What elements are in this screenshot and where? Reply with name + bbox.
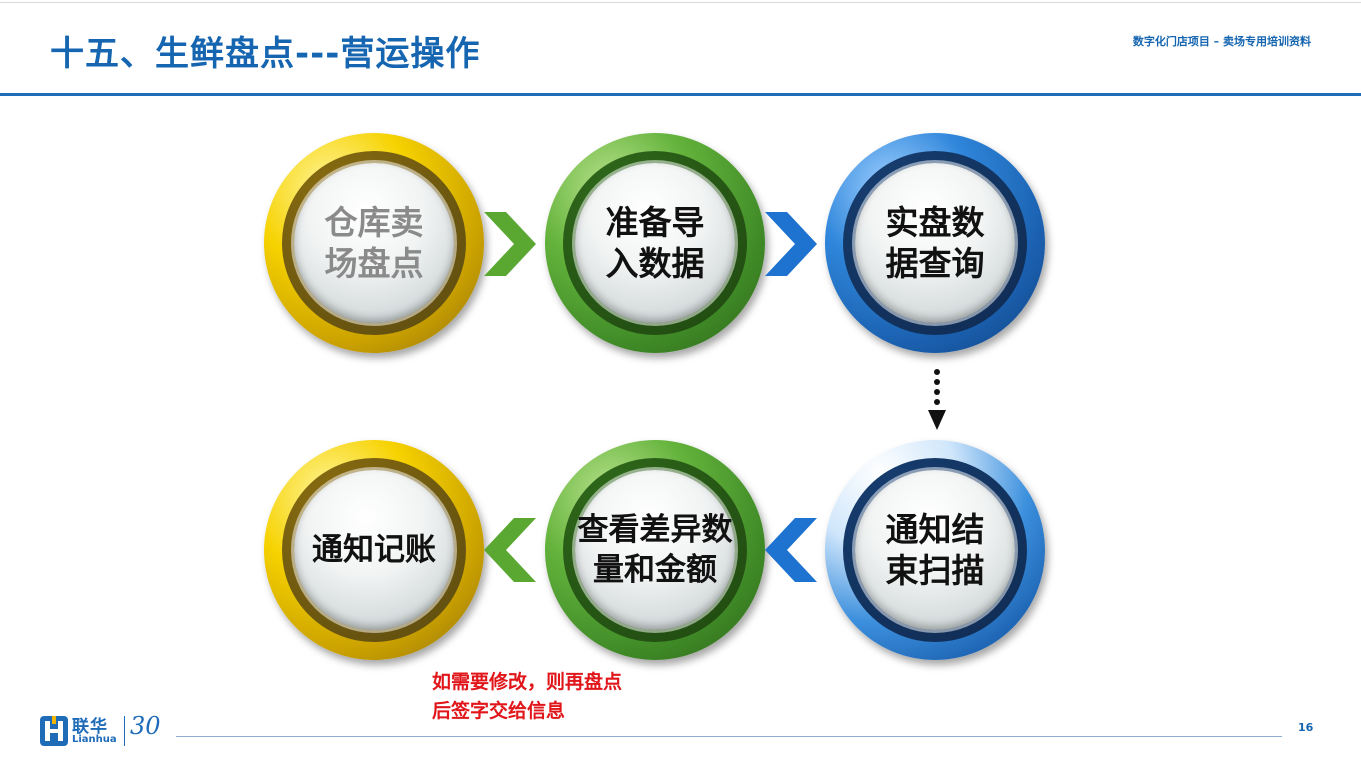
modification-note: 如需要修改，则再盘点 后签字交给信息 xyxy=(432,668,622,726)
header-divider xyxy=(0,93,1361,96)
chevron-left-icon xyxy=(484,518,536,582)
step-circle-5: 查看差异数量和金额 xyxy=(545,440,765,660)
page-number: 16 xyxy=(1298,721,1314,734)
step-circle-2: 准备导入数据 xyxy=(545,133,765,353)
step-label-6: 通知记账 xyxy=(312,532,436,568)
step-label-1: 仓库卖场盘点 xyxy=(324,203,424,283)
footer-divider xyxy=(176,736,1282,737)
note-line-1: 如需要修改，则再盘点 xyxy=(432,671,623,693)
anniversary-mark: 30 xyxy=(130,712,161,740)
step-circle-3: 实盘数据查询 xyxy=(825,133,1045,353)
step-circle-4: 通知结束扫描 xyxy=(825,440,1045,660)
lianhua-logo-icon xyxy=(40,716,68,746)
logo-text-en: Lianhua xyxy=(72,734,117,745)
logo-text-cn: 联华 xyxy=(72,717,108,737)
chevron-left-icon xyxy=(765,518,817,582)
step-label-5: 查看差异数量和金额 xyxy=(577,512,733,588)
step-label-3: 实盘数据查询 xyxy=(885,203,985,283)
page-title: 十五、生鲜盘点---营运操作 xyxy=(50,34,481,74)
step-label-4: 通知结束扫描 xyxy=(885,510,985,590)
step-label-2: 准备导入数据 xyxy=(605,203,705,283)
note-line-2: 后签字交给信息 xyxy=(432,700,566,722)
chevron-right-icon xyxy=(484,212,536,276)
step-circle-1: 仓库卖场盘点 xyxy=(264,133,484,353)
page-subtitle: 数字化门店项目 – 卖场专用培训资料 xyxy=(1132,35,1311,48)
dotted-arrow-down-icon xyxy=(928,369,946,430)
chevron-right-icon xyxy=(765,212,817,276)
step-circle-6: 通知记账 xyxy=(264,440,484,660)
company-logo: 联华 Lianhua 30 xyxy=(40,712,180,752)
top-border xyxy=(0,2,1361,3)
